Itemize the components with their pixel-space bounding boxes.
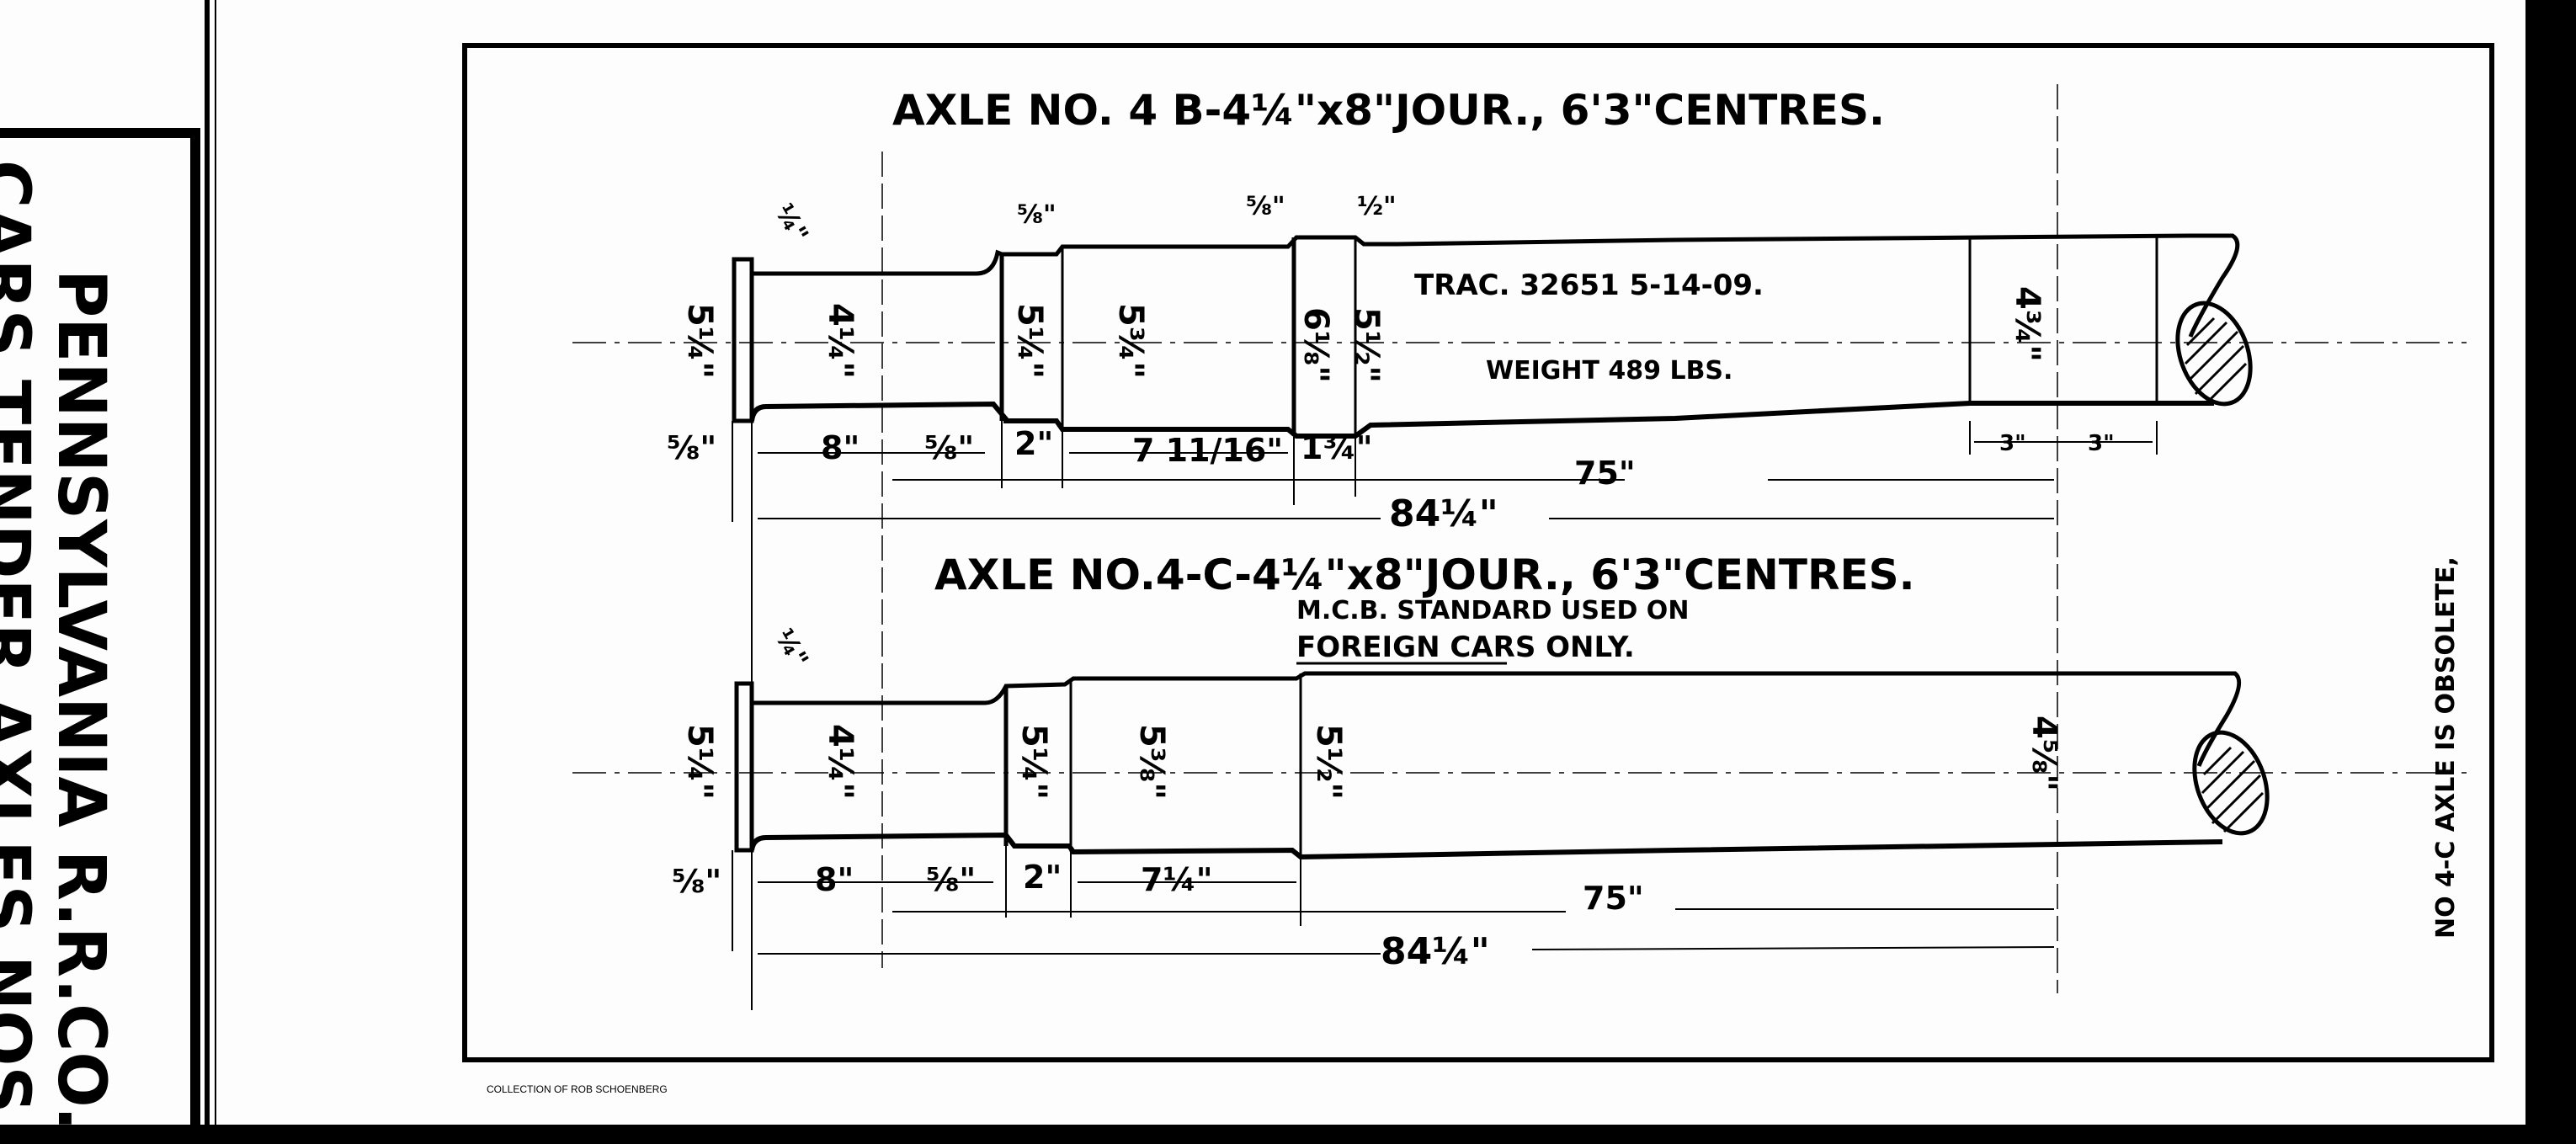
dim-4b-center-collar-dia: 6⅛" [1296,307,1335,383]
dim-4c-dustguard-len: 2" [1023,859,1062,896]
dim-4b-collar-fillet: ¼" [769,200,814,248]
dim-4c-collar-len: ⅝" [672,863,721,900]
dim-4b-fillet-len: ⅝" [924,429,974,466]
dim-4c-body-dia: 5½" [1309,724,1348,800]
dim-4b-centercollar-len: 1¾" [1301,429,1373,466]
axle-4c-note-line1: M.C.B. STANDARD USED ON [1296,596,1689,625]
dim-4b-dustguard-len: 2" [1014,425,1053,462]
dim-4b-between-seats: 75" [1574,455,1636,492]
axle-4b-section-hatch [2175,301,2253,407]
dim-4b-shoulder-fillet: ½" [1357,192,1397,221]
dim-4b-journal-dia: 4¼" [821,303,860,379]
axle-4b-title: AXLE NO. 4 B-4¼"x8"JOUR., 6'3"CENTRES. [892,86,1885,135]
dim-4c-overall-len: 84¼" [1381,930,1490,973]
dim-4b-center-left: 3" [1999,431,2026,456]
dim-4b-journal-len: 8" [821,429,860,466]
axle-4c-title: AXLE NO.4-C-4¼"x8"JOUR., 6'3"CENTRES. [934,551,1915,599]
dim-4b-wheelseat-dia: 5¼" [1010,303,1049,379]
scan-edge-bottom [0,1125,2576,1144]
dim-4b-collar-top-fillet: ⅝" [1246,192,1285,221]
dim-4c-fillet-len: ⅝" [926,861,976,898]
collection-credit: COLLECTION OF ROB SCHOENBERG [487,1083,668,1095]
dim-4c-center-dia: 4⅝" [2025,716,2063,791]
dim-4c-collar-dia: 5¼" [680,724,719,800]
dim-4b-dustguard-dia: 5¾" [1111,303,1150,379]
axle-weight: WEIGHT 489 LBS. [1486,356,1732,386]
dim-4c-journal-dia: 4¼" [821,724,860,800]
title-block: PENNSYLVANIA R.R.CO. CARS TENDER AXLES N… [0,0,216,1144]
dim-4c-wheelseat-dia: 5⅜" [1132,724,1171,800]
dim-4c-between-seats: 75" [1583,880,1644,917]
trac-number: TRAC. 32651 5-14-09. [1414,269,1764,302]
dim-4c-journal-len: 8" [815,861,854,898]
dim-4b-wheelseat-fillet: ⅝" [1017,200,1056,230]
dim-4b-collar-dia: 5¼" [680,303,719,379]
axle-4c-note-line2: FOREIGN CARS ONLY. [1296,631,1635,664]
dim-4b-collar-len: ⅝" [667,429,716,466]
dim-4b-center-right: 3" [2088,431,2115,456]
railroad-name: PENNSYLVANIA R.R.CO. [43,269,119,1131]
drawing-frame [462,43,2494,1062]
dim-4b-wheelseat-len: 7 11/16" [1132,432,1283,469]
dim-4c-dustguard-dia: 5¼" [1014,724,1053,800]
scan-edge-right [2525,0,2576,1144]
axle-4b: AXLE NO. 4 B-4¼"x8"JOUR., 6'3"CENTRES. [572,84,2467,1010]
dim-4b-overall-len: 84¼" [1389,492,1498,535]
drawing-subtitle: CARS TENDER AXLES NOS 3D4-4 [0,160,43,1144]
axle-4c-section-hatch [2192,730,2270,836]
dim-4b-center-dia: 4¾" [2008,286,2046,362]
dim-4b-body-dia: 5½" [1347,307,1386,383]
obsolete-note: NO 4-C AXLE IS OBSOLETE, [2431,556,2461,939]
axle-4c: AXLE NO.4-C-4¼"x8"JOUR., 6'3"CENTRES. M.… [572,551,2467,973]
dim-4c-wheelseat-len: 7¼" [1141,861,1213,898]
dim-4c-collar-fillet: ¼" [769,625,814,673]
